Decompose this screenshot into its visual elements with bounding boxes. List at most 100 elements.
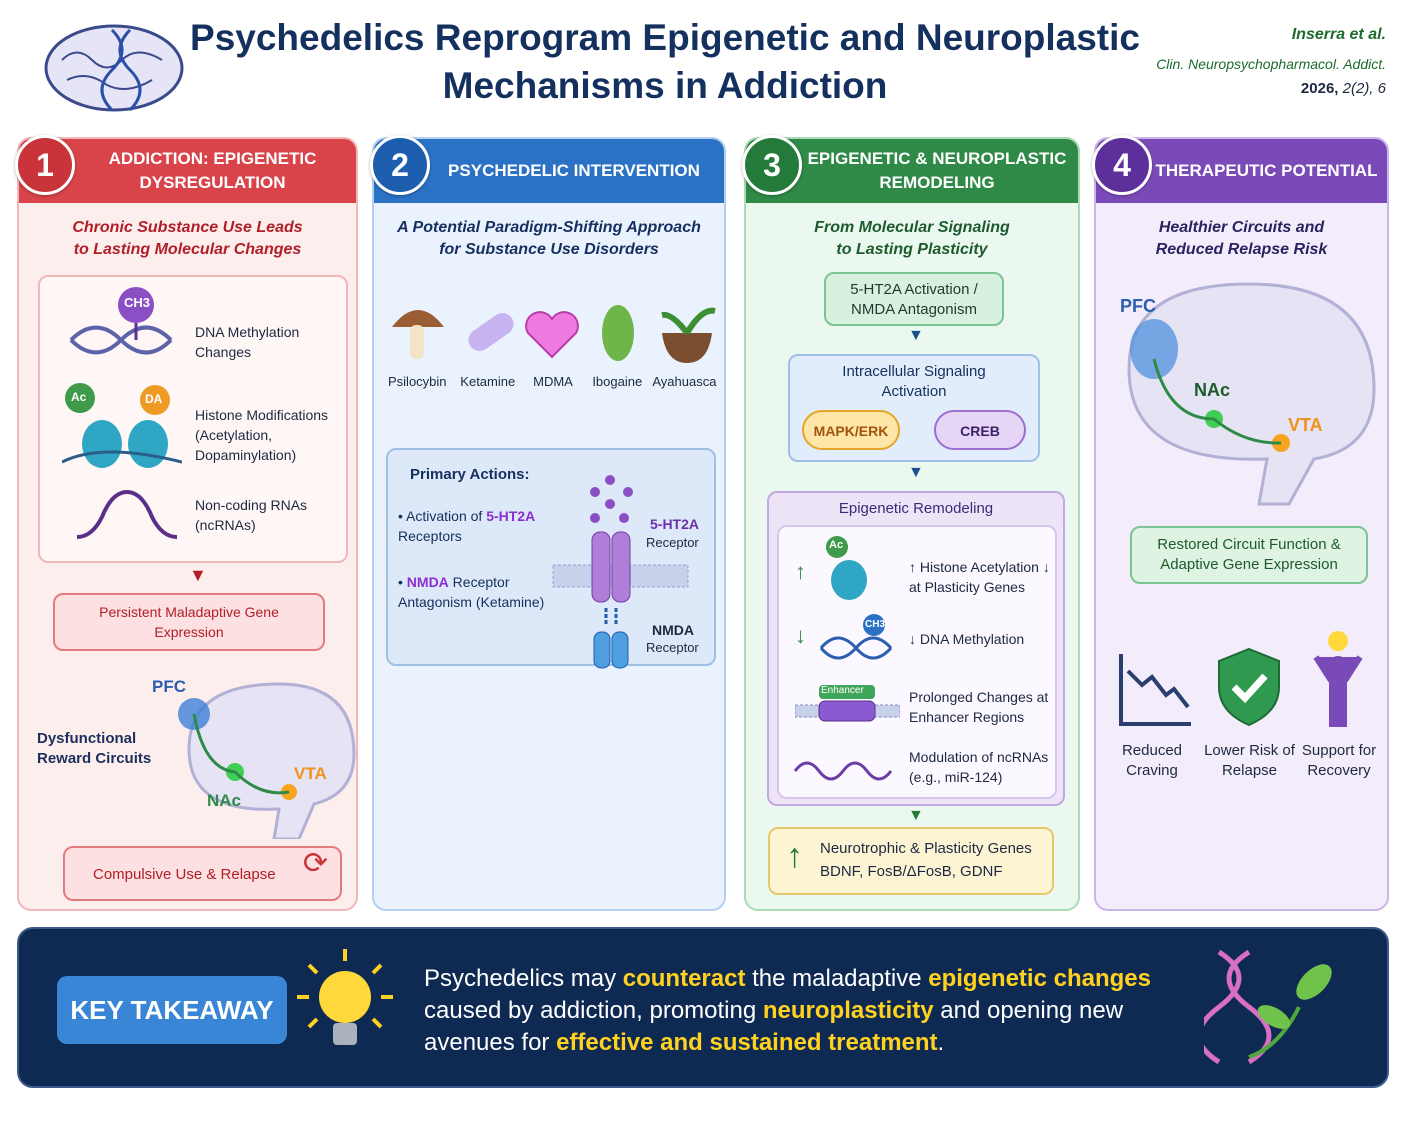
drug-ibogaine: Ibogaine [592, 374, 643, 389]
dna-methylation-icon [69, 287, 173, 355]
benefit-reduced-craving: Reduced Craving [1121, 742, 1183, 779]
item-dna-methylation: ↓ DNA Methylation [909, 631, 1025, 647]
panel-addiction: ADDICTION: EPIGENETIC DYSREGULATION 1 Ch… [15, 135, 358, 911]
ac-label: Ac [829, 539, 844, 551]
page-title: Psychedelics Reprogram Epigenetic and Ne… [190, 17, 1140, 106]
item-histone: Histone Modifications (Acetylation, Dopa… [195, 407, 329, 463]
enhancer-label: Enhancer [821, 685, 864, 696]
restored-circuit-box: Restored Circuit Function & Adaptive Gen… [1130, 526, 1368, 584]
brain-dna-logo-icon [44, 24, 184, 112]
arrow-down-icon: ▼ [908, 807, 924, 824]
drug-ketamine: Ketamine [460, 374, 516, 389]
item-enhancer: Prolonged Changes at Enhancer Regions [909, 689, 1049, 725]
step-number: 4 [1092, 135, 1152, 195]
panel-remodeling: EPIGENETIC & NEUROPLASTIC REMODELING 3 F… [742, 135, 1080, 911]
lightbulb-icon [297, 949, 393, 1045]
action-5ht2a: • Activation of 5-HT2A Receptors [398, 508, 536, 544]
drug-ayahuasca: Ayahuasca [652, 374, 717, 389]
receptor-nmda-label: NMDA [652, 622, 694, 638]
creb-pill: CREB [934, 410, 1026, 450]
intracellular-box: Intracellular Signaling Activation MAPK/… [788, 354, 1040, 462]
drug-mdma: MDMA [533, 374, 573, 389]
arrow-down-icon: ▼ [908, 327, 924, 344]
nac-label: NAc [1194, 380, 1231, 400]
step-number: 1 [15, 135, 75, 195]
activation-box: 5-HT2A Activation / NMDA Antagonism [824, 272, 1004, 326]
item-dna-methylation: DNA Methylation Changes [195, 324, 300, 360]
arrow-up-icon: ↑ [786, 837, 803, 875]
panel-subtitle: Healthier Circuits and Reduced Relapse R… [1155, 219, 1328, 258]
step-number: 3 [742, 135, 802, 195]
leaf-icon [602, 305, 634, 361]
mechanisms-box: CH3 DNA Methylation Changes Ac DA Histon… [38, 275, 348, 563]
heart-icon [525, 311, 579, 359]
panel-header: ADDICTION: EPIGENETIC DYSREGULATION [19, 139, 356, 203]
panel-subtitle: A Potential Paradigm-Shifting Approach f… [397, 219, 701, 258]
ayahuasca-plant-icon [661, 307, 716, 363]
panel-header: PSYCHEDELIC INTERVENTION [374, 139, 724, 203]
brain-reward-circuit-icon [178, 682, 356, 839]
genes-list: BDNF, FosB/ΔFosB, GDNF [820, 863, 1003, 880]
epigenetic-title: Epigenetic Remodeling [838, 500, 994, 517]
ac-label: Ac [71, 390, 87, 404]
pill-icon [468, 312, 514, 352]
pfc-label: PFC [1120, 296, 1156, 316]
item-ncrna: Modulation of ncRNAs (e.g., miR-124) [909, 749, 1049, 785]
pfc-label: PFC [152, 677, 186, 696]
arrow-down-icon: ↓ [795, 623, 806, 648]
intracellular-label: Intracellular Signaling Activation [842, 363, 986, 400]
primary-actions-title: Primary Actions: [410, 466, 530, 483]
item-histone-acetylation: ↑ Histone Acetylation ↓ at Plasticity Ge… [909, 559, 1050, 595]
enhancer-icon [795, 685, 900, 722]
journal: Clin. Neuropsychopharmacol. Addict. [1156, 56, 1386, 72]
receptor-label: Receptor [646, 640, 699, 655]
persistent-expression-box: Persistent Maladaptive Gene Expression [53, 593, 325, 651]
circuit-label: Dysfunctional Reward Circuits [37, 730, 152, 767]
drug-labels: Psilocybin Ketamine MDMA Ibogaine Ayahua… [388, 372, 718, 392]
decreasing-chart-icon [1119, 654, 1191, 726]
drug-icons [392, 305, 716, 363]
authors: Inserra et al. [1291, 26, 1386, 43]
receptor-5ht2a-label: 5-HT2A [650, 516, 700, 532]
ch3-label: CH3 [124, 295, 151, 310]
dna-plant-icon [1204, 949, 1332, 1065]
epigenetic-remodeling-box: Epigenetic Remodeling ↑ Ac ↑ Histone Ace… [767, 491, 1065, 806]
arrow-down-icon: ▼ [908, 464, 924, 481]
primary-actions-box: Primary Actions: • Activation of 5-HT2A … [386, 448, 716, 669]
mapk-erk-pill: MAPK/ERK [802, 410, 900, 450]
ncrna-icon [793, 761, 893, 781]
item-ncrna: Non-coding RNAs (ncRNAs) [195, 497, 308, 533]
da-label: DA [145, 392, 163, 406]
histone-acetylation-icon [826, 536, 867, 600]
takeaway-text: Psychedelics may counteract the maladapt… [424, 965, 1151, 1056]
genes-box: ↑ Neurotrophic & Plasticity Genes BDNF, … [768, 827, 1054, 895]
key-takeaway-label: KEY TAKEAWAY [57, 976, 287, 1044]
genes-title: Neurotrophic & Plasticity Genes [820, 840, 1032, 857]
key-takeaway-banner: KEY TAKEAWAY Psychedelics may counteract… [17, 927, 1389, 1088]
recovery-person-icon [1313, 631, 1363, 727]
receptor-diagram-icon [552, 475, 689, 669]
relapse-cycle-icon: ⟳ [302, 847, 328, 880]
nac-label: NAc [207, 791, 242, 810]
ch3-label: CH3 [865, 619, 886, 630]
mushroom-icon [392, 310, 444, 359]
histone-icon [62, 383, 182, 468]
healthy-brain-circuit-icon [1127, 282, 1376, 506]
benefit-support-recovery: Support for Recovery [1301, 742, 1377, 779]
ncrna-icon [76, 489, 178, 539]
receptor-label: Receptor [646, 535, 699, 550]
panel-subtitle: Chronic Substance Use Leads to Lasting M… [72, 219, 303, 258]
vta-label: VTA [1288, 415, 1323, 435]
drug-psilocybin: Psilocybin [388, 374, 447, 389]
shield-check-icon [1218, 647, 1280, 727]
epigenetic-items: ↑ Ac ↑ Histone Acetylation ↓ at Plastici… [777, 525, 1057, 799]
citation-year: 2026, 2(2), 6 [1300, 80, 1386, 97]
panel-subtitle: From Molecular Signaling to Lasting Plas… [814, 219, 1010, 258]
arrow-down-icon: ▼ [189, 565, 207, 585]
dna-methylation-icon [819, 614, 893, 660]
step-number: 2 [370, 135, 430, 195]
vta-label: VTA [294, 764, 327, 783]
benefit-lower-relapse: Lower Risk of Relapse [1204, 742, 1295, 779]
panel-therapeutic: THERAPEUTIC POTENTIAL 4 Healthier Circui… [1092, 135, 1389, 911]
arrow-up-icon: ↑ [795, 559, 806, 584]
